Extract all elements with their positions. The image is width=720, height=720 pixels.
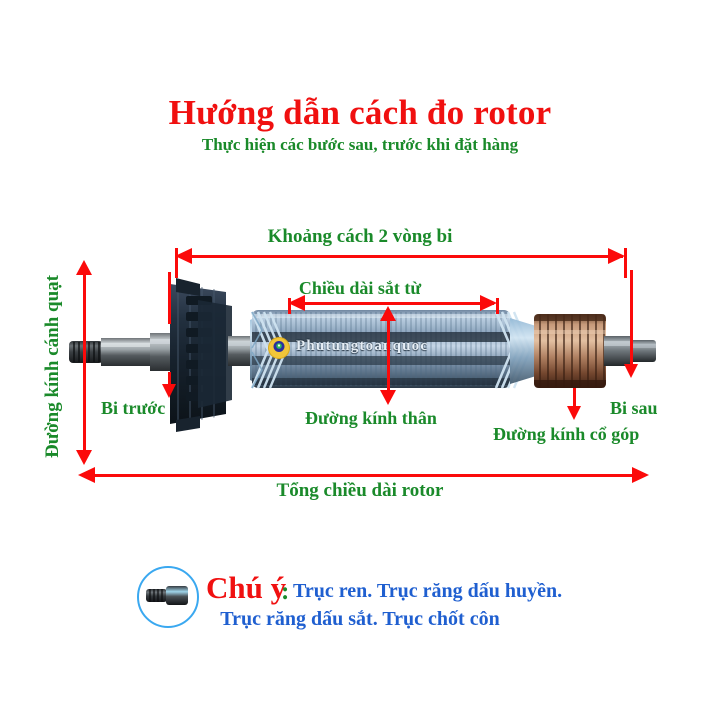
arrow-left-core-length	[288, 295, 305, 311]
page-subtitle: Thực hiện các bước sau, trước khi đặt hà…	[201, 135, 519, 154]
arrow-right-total-length	[632, 467, 649, 483]
dim-tick-right-core	[496, 298, 499, 314]
label-front-bearing: Bi trước	[101, 398, 166, 418]
threaded-shaft-icon	[146, 586, 188, 605]
arrow-up-body-diameter	[380, 306, 396, 321]
label-fan-diameter: Đường kính cánh quạt	[42, 275, 63, 458]
label-total-length: Tổng chiều dài rotor	[276, 480, 444, 501]
label-rear-bearing: Bi sau	[610, 398, 658, 418]
arrow-left-total-length	[78, 467, 95, 483]
dim-line-rear-bearing	[630, 270, 633, 366]
dim-line-commutator-diameter	[573, 388, 576, 408]
dim-line-front-bearing	[168, 372, 171, 386]
dim-line-front-bearing-top	[168, 272, 171, 324]
label-commutator-diameter: Đường kính cổ góp	[493, 424, 640, 444]
dim-line-fan-diameter	[83, 272, 86, 452]
dim-line-bearing-distance	[181, 255, 623, 258]
arrow-down-fan-diameter	[76, 450, 92, 465]
arrow-down-commutator-diameter	[567, 406, 581, 420]
note-separator: :	[281, 578, 290, 605]
dim-line-total-length	[92, 474, 632, 477]
arrow-down-rear-bearing	[624, 364, 638, 378]
dim-tick-right-bearing	[624, 248, 627, 278]
page-title: Hướng dẫn cách đo rotor	[168, 93, 552, 132]
arrow-right-core-length	[480, 295, 497, 311]
arrow-left-bearing-distance	[175, 248, 192, 264]
note-line-1: Trục ren. Trục răng dấu huyền.	[293, 580, 563, 602]
arrow-up-fan-diameter	[76, 260, 92, 275]
dim-line-body-diameter	[387, 318, 390, 392]
note-line-2: Trục răng dấu sắt. Trục chốt côn	[220, 608, 500, 630]
label-core-length: Chiều dài sắt từ	[298, 278, 422, 298]
note-heading: Chú ý	[206, 570, 287, 605]
arrow-down-front-bearing	[162, 384, 176, 398]
arrow-down-body-diameter	[380, 390, 396, 405]
watermark-logo-icon	[268, 337, 290, 359]
label-body-diameter: Đường kính thân	[305, 408, 437, 428]
arrow-right-bearing-distance	[608, 248, 625, 264]
label-bearing-distance: Khoảng cách 2 vòng bi	[267, 226, 453, 247]
watermark-text: Phutungtoanquoc	[296, 338, 429, 354]
dim-line-core-length	[292, 302, 494, 305]
